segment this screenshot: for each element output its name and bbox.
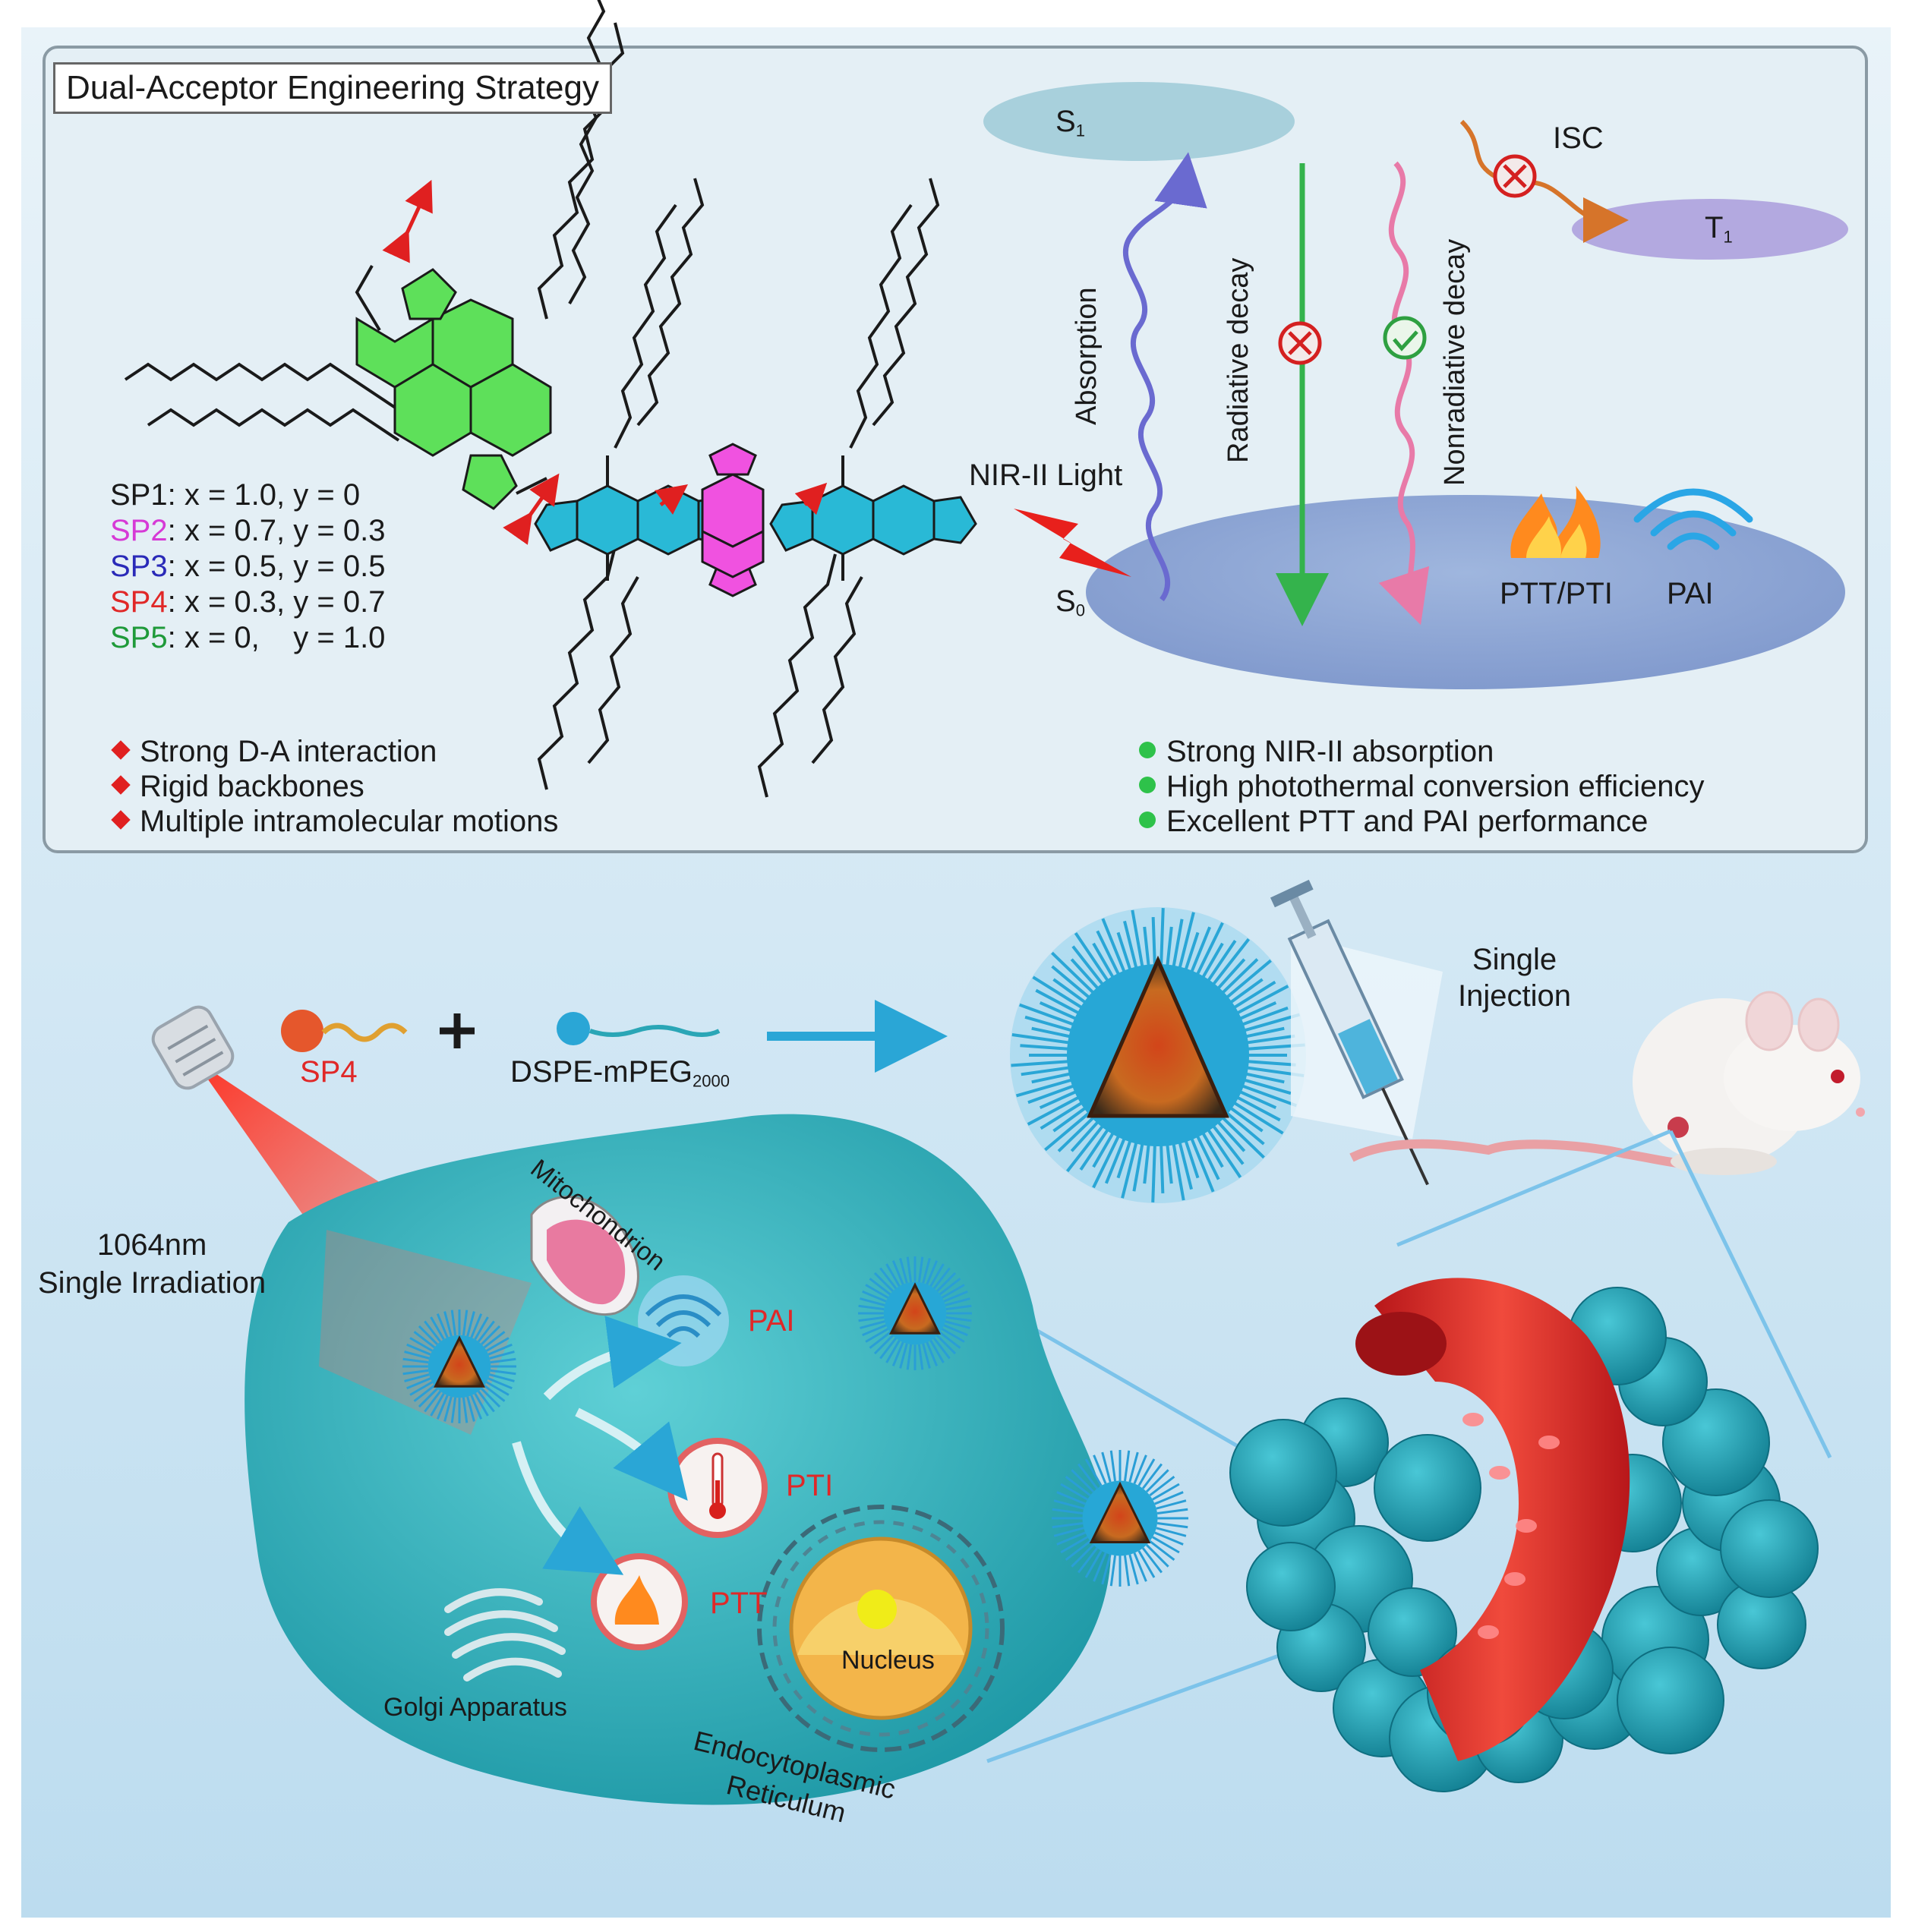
absorption-label: Absorption bbox=[1071, 287, 1103, 425]
feature-item: Excellent PTT and PAI performance bbox=[1139, 805, 1648, 839]
feature-item: Rigid backbones bbox=[111, 770, 364, 804]
pai-badge bbox=[638, 1275, 729, 1366]
polymer-ratio: : x = 0.5, y = 0.5 bbox=[167, 550, 386, 583]
nonradiative-label: Nonradiative decay bbox=[1439, 238, 1471, 486]
bullet-icon bbox=[111, 810, 131, 830]
assembly-scheme bbox=[281, 1000, 948, 1073]
syringe-icon bbox=[1270, 879, 1429, 1186]
tumor bbox=[1229, 1287, 1819, 1792]
nanoparticle-large bbox=[1010, 907, 1306, 1203]
isc-label: ISC bbox=[1553, 121, 1604, 155]
s0-level bbox=[1086, 495, 1845, 689]
polymer-name: SP2 bbox=[110, 514, 168, 547]
polymer-name: SP5 bbox=[110, 621, 168, 654]
pai-label-bottom: PAI bbox=[748, 1304, 795, 1338]
nir-light-label: NIR-II Light bbox=[969, 459, 1123, 492]
radiative-label: Radiative decay bbox=[1223, 257, 1254, 463]
top-panel-frame bbox=[43, 46, 1868, 853]
bullet-icon bbox=[1139, 812, 1156, 828]
feature-item: Strong NIR-II absorption bbox=[1139, 735, 1494, 769]
polymer-row: SP2: x = 0.7, y = 0.3 bbox=[110, 514, 385, 548]
polymer-row: SP5: x = 0, y = 1.0 bbox=[110, 621, 385, 655]
motion-arrows bbox=[382, 179, 828, 545]
polymer-ratio: : x = 0.3, y = 0.7 bbox=[167, 585, 386, 619]
polymer-name: SP1 bbox=[110, 478, 168, 512]
dspe-bead bbox=[557, 1012, 590, 1045]
nanoparticle bbox=[1052, 1450, 1188, 1587]
polymer-ratio: : x = 0.7, y = 0.3 bbox=[167, 514, 386, 547]
ptt-label: PTT bbox=[710, 1587, 768, 1620]
bullet-icon bbox=[111, 775, 131, 795]
polymer-name: SP4 bbox=[110, 585, 168, 619]
s1-level bbox=[983, 82, 1295, 161]
bullet-icon bbox=[1139, 777, 1156, 793]
mitochondrion bbox=[530, 1196, 639, 1316]
dspe-label: DSPE-mPEG2000 bbox=[510, 1055, 730, 1091]
feature-item: High photothermal conversion efficiency bbox=[1139, 770, 1705, 804]
polymer-name: SP3 bbox=[110, 550, 168, 583]
polymer-row: SP4: x = 0.3, y = 0.7 bbox=[110, 585, 385, 619]
cell-arrows bbox=[512, 1316, 688, 1575]
golgi-apparatus bbox=[444, 1588, 566, 1681]
golgi-label: Golgi Apparatus bbox=[383, 1693, 567, 1722]
fire-icon bbox=[1510, 486, 1601, 558]
pti-badge bbox=[667, 1438, 768, 1538]
s0-label: S0 bbox=[1055, 585, 1085, 620]
pti-label: PTI bbox=[786, 1469, 834, 1502]
ndi-acceptor bbox=[355, 268, 552, 510]
mouse bbox=[1349, 991, 1865, 1175]
nucleus bbox=[757, 1505, 1005, 1752]
feature-item: Multiple intramolecular motions bbox=[111, 805, 558, 839]
polymer-ratio: : x = 0, y = 1.0 bbox=[167, 621, 386, 654]
pai-label-top: PAI bbox=[1667, 577, 1714, 610]
blood-vessel bbox=[1355, 1278, 1630, 1761]
bbt-acceptor bbox=[701, 443, 765, 597]
feature-item: Strong D-A interaction bbox=[111, 735, 437, 769]
ptt-pti-label: PTT/PTI bbox=[1500, 577, 1613, 610]
sound-waves-icon bbox=[1633, 488, 1753, 550]
polymer-row: SP3: x = 0.5, y = 0.5 bbox=[110, 550, 385, 584]
nanoparticle bbox=[858, 1256, 972, 1370]
nanoparticle bbox=[402, 1310, 516, 1423]
ptt-badge bbox=[591, 1553, 688, 1650]
nanoparticles-small bbox=[402, 1256, 1188, 1587]
strategy-title: Dual-Acceptor Engineering Strategy bbox=[53, 62, 612, 114]
t1-level bbox=[1572, 199, 1848, 260]
bullet-icon bbox=[111, 740, 131, 760]
bullet-icon bbox=[1139, 742, 1156, 758]
t1-label: T1 bbox=[1705, 211, 1733, 247]
sp4-bead bbox=[281, 1010, 323, 1052]
lightning-icon bbox=[1014, 509, 1131, 577]
sp4-label: SP4 bbox=[300, 1055, 358, 1089]
polymer-ratio: : x = 1.0, y = 0 bbox=[167, 478, 361, 512]
nucleus-label: Nucleus bbox=[841, 1646, 935, 1675]
jablonski-diagram bbox=[983, 82, 1848, 689]
polymer-row: SP1: x = 1.0, y = 0 bbox=[110, 478, 360, 512]
s1-label: S1 bbox=[1055, 105, 1085, 140]
